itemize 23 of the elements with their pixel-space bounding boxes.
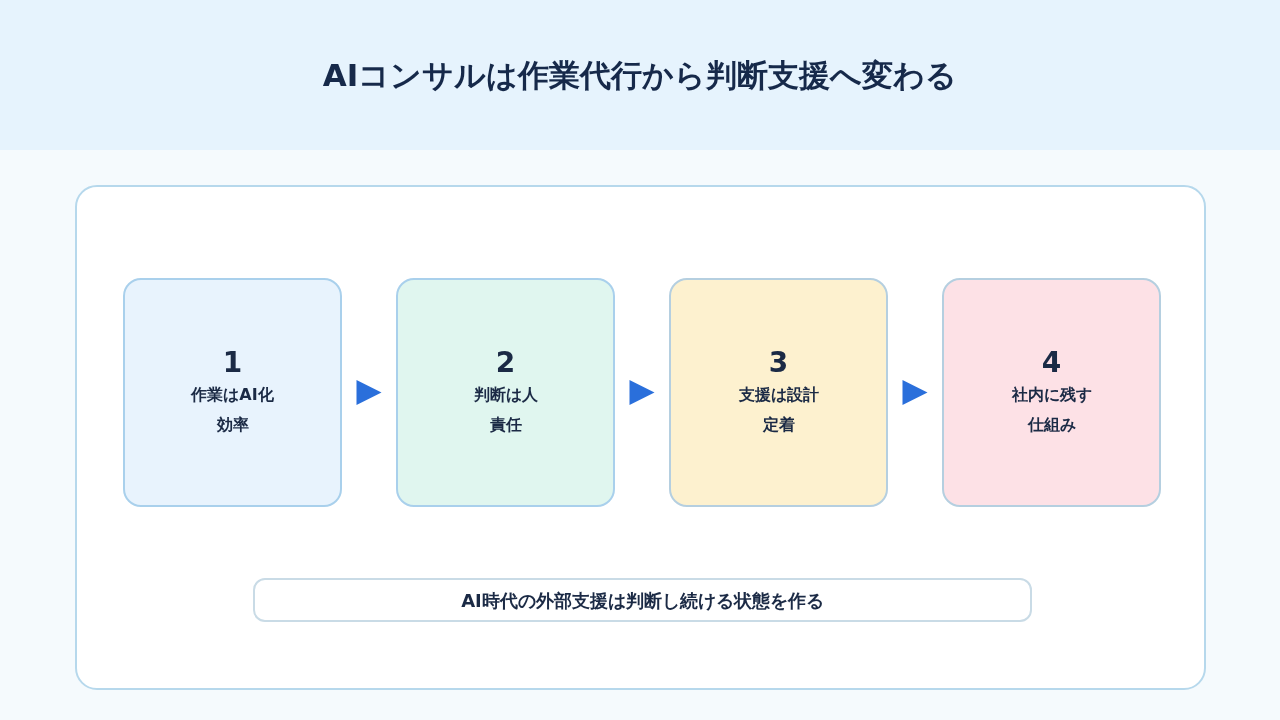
panel-background bbox=[75, 185, 1206, 690]
step-number: 3 bbox=[768, 345, 789, 380]
step-card bbox=[942, 278, 1161, 507]
step-text: 効率 bbox=[216, 413, 249, 436]
step-card bbox=[123, 278, 342, 507]
step-text: 責任 bbox=[489, 413, 522, 436]
step-card bbox=[396, 278, 615, 507]
step-text: 社内に残す bbox=[1011, 383, 1092, 406]
step-text: 判断は人 bbox=[473, 383, 538, 406]
step-card bbox=[669, 278, 888, 507]
step-number: 2 bbox=[495, 345, 516, 380]
block-arrow bbox=[356, 380, 382, 405]
summary-text: AI時代の外部支援は判断し続ける状態を作る bbox=[461, 588, 824, 613]
step-text: 支援は設計 bbox=[738, 383, 819, 406]
step-number: 4 bbox=[1041, 345, 1062, 380]
step-text: 定着 bbox=[762, 413, 795, 436]
summary-box bbox=[253, 578, 1032, 622]
step-text: 仕組み bbox=[1027, 413, 1076, 436]
step-number: 1 bbox=[222, 345, 243, 380]
block-arrow bbox=[629, 380, 655, 405]
block-arrow bbox=[902, 380, 928, 405]
step-text: 作業はAI化 bbox=[191, 383, 274, 406]
title: AIコンサルは作業代行から判断支援へ変わる bbox=[322, 55, 958, 95]
